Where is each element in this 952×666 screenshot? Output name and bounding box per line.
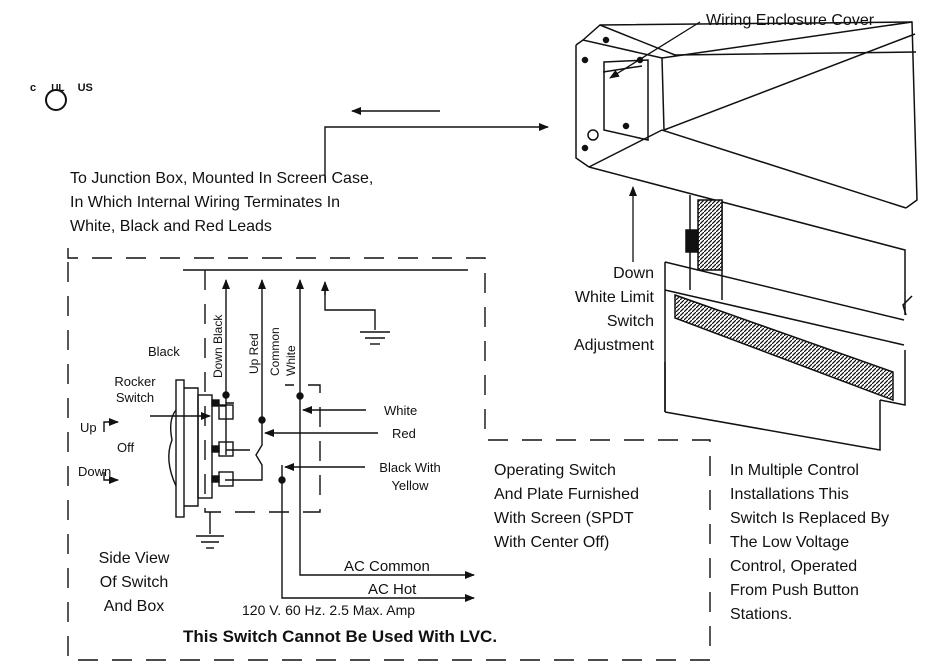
label-down-limit-line4: Adjustment xyxy=(573,337,654,354)
label-operating-switch-line1: Operating Switch xyxy=(494,462,616,479)
label-operating-switch-line2: And Plate Furnished xyxy=(494,486,639,503)
label-black-with-yellow-line1: Black With xyxy=(379,460,441,475)
wiring xyxy=(150,269,475,602)
label-down-black: Down Black xyxy=(211,314,225,378)
label-multiple-control-line6: From Push Button xyxy=(730,582,859,599)
label-rocker-line2: Switch xyxy=(115,390,155,405)
label-down-limit-line2: White Limit xyxy=(574,289,654,306)
label-ac-hot: AC Hot xyxy=(368,581,417,598)
rocker-switch-body xyxy=(103,379,234,518)
label-junction-box-line1: To Junction Box, Mounted In Screen Case, xyxy=(70,170,374,187)
warning-text: This Switch Cannot Be Used With LVC. xyxy=(183,627,498,646)
label-multiple-control-line4: The Low Voltage xyxy=(730,534,850,551)
label-junction-box-line3: White, Black and Red Leads xyxy=(70,218,272,235)
label-side-view-line2: Of Switch xyxy=(99,574,169,591)
label-white: White xyxy=(384,403,418,418)
logo-prefix: c xyxy=(30,82,37,94)
label-operating-switch-line3: With Screen (SPDT xyxy=(494,510,634,527)
dashed-boxes xyxy=(67,248,711,661)
label-black: Black xyxy=(148,344,180,359)
top-arrows xyxy=(324,107,549,182)
label-multiple-control-line5: Control, Operated xyxy=(730,558,858,575)
label-black-with-yellow-line2: Yellow xyxy=(391,478,429,493)
logo-suffix: US xyxy=(77,82,93,94)
label-junction-box-line2: In Which Internal Wiring Terminates In xyxy=(70,194,341,211)
label-red: Red xyxy=(392,426,416,441)
label-ac-common: AC Common xyxy=(344,558,430,575)
label-down-limit-line1: Down xyxy=(613,265,654,282)
label-down-limit-line3: Switch xyxy=(606,313,654,330)
label-power-rating: 120 V. 60 Hz. 2.5 Max. Amp xyxy=(242,602,416,618)
label-pointers xyxy=(609,21,701,262)
label-multiple-control-line1: In Multiple Control xyxy=(730,462,859,479)
label-multiple-control-line7: Stations. xyxy=(730,606,793,623)
label-rocker-line1: Rocker xyxy=(114,374,156,389)
label-up-red: Up Red xyxy=(247,333,261,374)
label-side-view-line1: Side View xyxy=(98,550,170,567)
label-off: Off xyxy=(117,440,135,455)
label-multiple-control-line2: Installations This xyxy=(730,486,849,503)
logo-mark: UL xyxy=(51,83,65,94)
ul-logo-text: c UL US xyxy=(30,82,93,94)
label-operating-switch-line4: With Center Off) xyxy=(494,534,610,551)
label-wiring-enclosure-cover: Wiring Enclosure Cover xyxy=(706,12,875,29)
label-side-view-line3: And Box xyxy=(103,598,165,615)
ground-symbol xyxy=(196,512,224,549)
label-white-vertical: White xyxy=(284,345,298,376)
label-common: Common xyxy=(268,327,282,376)
label-down: Down xyxy=(78,464,112,479)
label-up: Up xyxy=(80,420,97,435)
screen-case-illustration xyxy=(575,21,918,451)
ul-listing-logo xyxy=(45,89,67,111)
label-multiple-control-line3: Switch Is Replaced By xyxy=(730,510,890,527)
